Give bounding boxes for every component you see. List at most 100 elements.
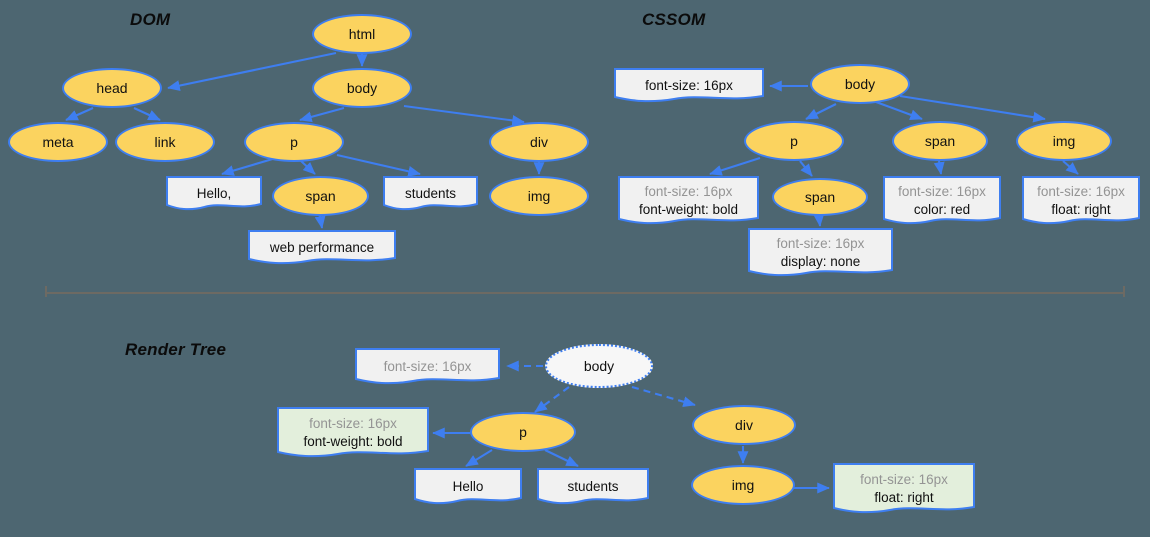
note-box: Hello, [166,176,262,212]
note-box: students [537,468,649,506]
note-label: font-size: 16px float: right [860,471,948,507]
section-title-cssom: CSSOM [642,10,706,29]
edge-rp-students [544,449,579,467]
edge-rbody-rp [534,386,570,413]
note-line: font-size: 16px [383,359,472,375]
node-meta: meta [8,122,108,162]
node-div: div [692,405,796,445]
note-line: font-size: 16px [898,184,986,200]
note-box: font-size: 16px float: right [1022,176,1140,226]
note-line: font-size: 16px [309,416,397,432]
note-box: font-size: 16px font-weight: bold [277,407,429,459]
edge-cbody-cspan [875,101,923,121]
edge-p-hello [221,156,277,176]
section-title-dom: DOM [130,10,171,29]
note-label: Hello [452,479,484,495]
note-label: Hello, [196,186,232,202]
note-box: font-size: 16px display: none [748,228,893,278]
note-label: font-size: 16px font-weight: bold [303,415,402,451]
node-p: p [470,412,576,452]
node-label: img [527,188,551,204]
note-box: students [383,176,478,212]
node-label: p [290,134,298,150]
node-label: span [804,189,836,205]
node-div: div [489,122,589,162]
node-link: link [115,122,215,162]
node-html: html [312,14,412,54]
edge-span-webperf [314,215,326,229]
edge-body-p [299,106,345,123]
edge-cbody-cimg [899,94,1046,123]
node-img: img [691,465,795,505]
node-img: img [489,176,589,216]
divider-tick-right [1123,286,1125,297]
section-divider [45,292,1125,294]
note-box: font-size: 16px float: right [833,463,975,515]
node-label: span [924,133,956,149]
note-line: font-weight: bold [638,202,739,217]
note-label: font-size: 16px font-weight: bold [639,183,738,219]
node-label: head [96,80,128,96]
note-box: font-size: 16px [355,348,500,386]
edge-p-span [300,160,316,175]
note-line: font-size: 16px [776,236,865,252]
note-label: students [404,186,457,202]
edge-cspan-note [933,160,945,175]
note-line: font-weight: bold [303,434,403,449]
node-head: head [62,68,162,108]
note-line: display: none [780,254,861,269]
node-label: link [154,134,176,150]
note-label: students [567,479,619,495]
note-label: font-size: 16px float: right [1037,183,1125,219]
note-line: font-size: 16px [860,472,948,488]
node-p: p [744,121,844,161]
edge-body-div [403,104,525,126]
node-label: div [530,134,548,150]
edge-p-students [336,153,421,177]
node-body: body [312,68,412,108]
note-label: font-size: 16px [645,77,733,95]
note-line: font-size: 16px [644,184,733,200]
note-label: web performance [269,240,375,256]
node-label: body [583,358,615,374]
node-label: body [346,80,378,96]
note-line: float: right [874,490,934,505]
edge-rbody-rdiv [631,385,696,408]
node-label: p [519,424,527,440]
node-label: div [735,417,753,433]
edge-cspan2-note [813,213,825,227]
edge-cbody-cp [805,103,837,120]
note-box: Hello [414,468,522,506]
node-span: span [272,176,369,216]
node-img: img [1016,121,1112,161]
divider-tick-left [45,286,47,297]
note-line: color: red [913,202,971,217]
node-span: span [892,121,988,161]
note-line: font-size: 16px [645,78,733,94]
note-label: font-size: 16px color: red [898,183,986,219]
node-label: html [348,26,376,42]
edge-cp-note [709,156,761,176]
node-span: span [772,178,868,216]
note-box: font-size: 16px font-weight: bold [618,176,759,226]
note-box: web performance [248,230,396,266]
edge-cimg-note [1062,160,1079,175]
edge-rp-hello [465,449,493,467]
node-label: p [790,133,798,149]
node-body: body [810,64,910,104]
node-label: span [305,188,336,204]
edge-html-head [167,51,337,91]
node-body: body [545,344,653,388]
node-label: img [1052,133,1076,149]
note-label: font-size: 16px display: none [777,235,865,271]
note-box: font-size: 16px [614,68,764,104]
node-label: body [844,76,876,92]
node-p: p [244,122,344,162]
section-title-render-tree: Render Tree [125,340,227,359]
note-line: font-size: 16px [1037,184,1125,200]
node-label: meta [42,134,74,150]
note-line: float: right [1051,202,1111,217]
note-label: font-size: 16px [384,358,472,376]
